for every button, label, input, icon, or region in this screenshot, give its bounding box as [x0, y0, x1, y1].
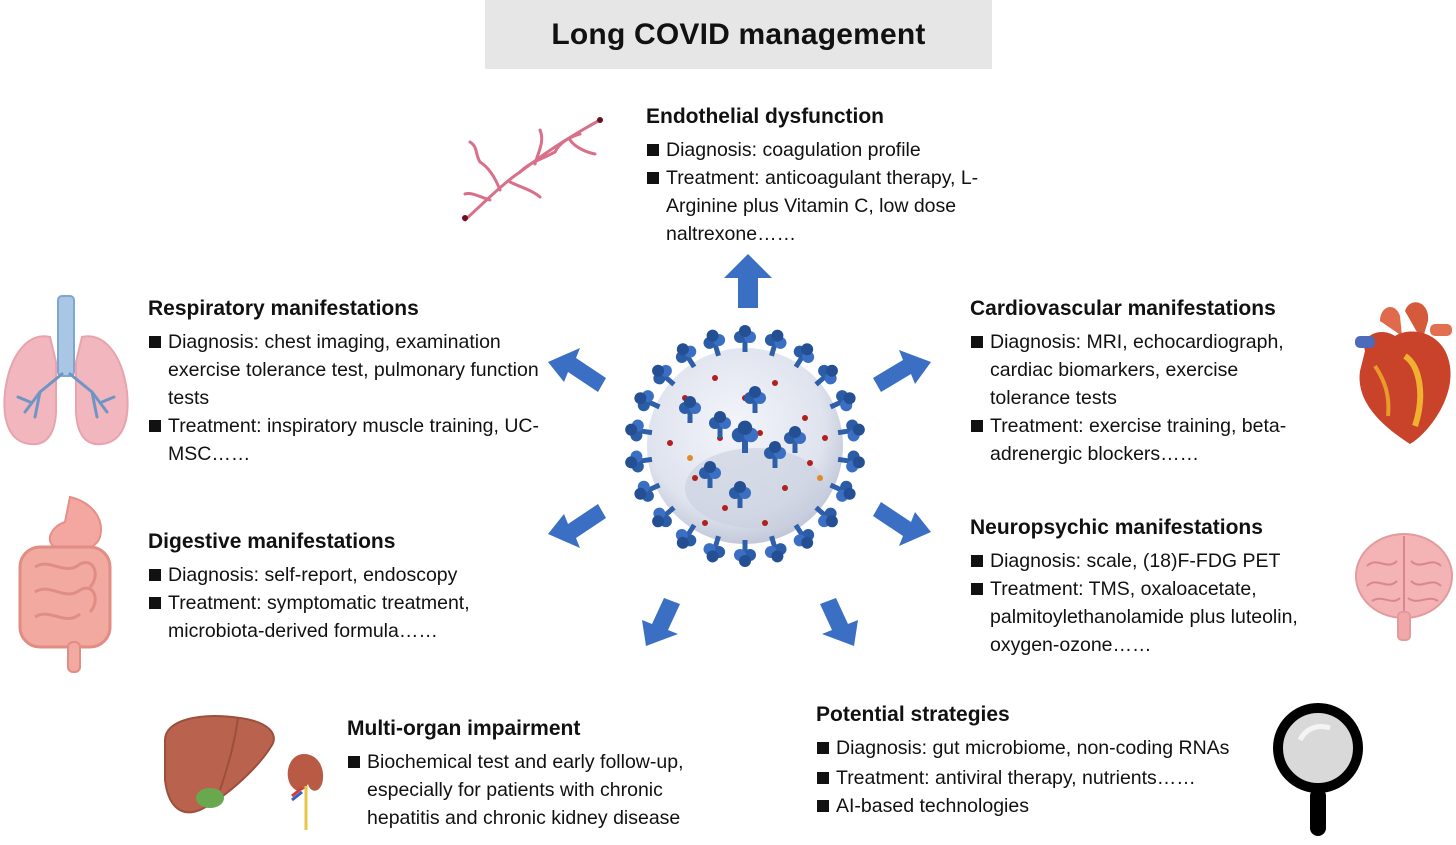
digestive-tract-icon	[18, 495, 112, 673]
list-item: Biochemical test and early follow-up, es…	[347, 748, 732, 832]
virus-spike	[734, 540, 756, 567]
section-endothelial: Endothelial dysfunction Diagnosis: coagu…	[646, 104, 1026, 248]
list-item: Treatment: TMS, oxaloacetate, palmitoyle…	[970, 575, 1340, 659]
section-neuropsychic: Neuropsychic manifestations Diagnosis: s…	[970, 515, 1340, 659]
section-respiratory: Respiratory manifestations Diagnosis: ch…	[148, 296, 548, 468]
list-item: Treatment: symptomatic treatment, microb…	[148, 589, 518, 645]
lungs-icon	[3, 295, 129, 446]
section-heading: Digestive manifestations	[148, 530, 396, 553]
heart-icon	[1355, 302, 1452, 444]
list-item: Diagnosis: self-report, endoscopy	[148, 561, 528, 589]
arrow-down-right-icon	[820, 598, 858, 646]
coronavirus-icon	[623, 325, 867, 567]
arrow-down-left-icon	[642, 598, 680, 646]
section-cardiovascular: Cardiovascular manifestations Diagnosis:…	[970, 296, 1330, 468]
virus-spike	[734, 325, 756, 352]
list-item: Treatment: exercise training, beta-adren…	[970, 412, 1330, 468]
arrow-downright-icon	[873, 502, 931, 546]
diagram-title: Long COVID management	[485, 0, 992, 69]
list-item: AI-based technologies	[816, 792, 1246, 820]
list-item: Diagnosis: scale, (18)F-FDG PET	[970, 547, 1340, 575]
list-item: Treatment: inspiratory muscle training, …	[148, 412, 548, 468]
section-heading: Respiratory manifestations	[148, 297, 419, 320]
arrow-upleft-icon	[548, 348, 606, 392]
section-digestive: Digestive manifestations Diagnosis: self…	[148, 529, 528, 645]
list-item: Treatment: antiviral therapy, nutrients……	[816, 764, 1246, 792]
section-heading: Neuropsychic manifestations	[970, 516, 1263, 539]
section-heading: Multi-organ impairment	[347, 717, 581, 740]
arrow-up-icon	[724, 254, 772, 308]
section-potential-strategies: Potential strategies Diagnosis: gut micr…	[816, 702, 1246, 820]
list-item: Diagnosis: MRI, echocardiograph, cardiac…	[970, 328, 1320, 412]
list-item: Diagnosis: gut microbiome, non-coding RN…	[816, 734, 1236, 762]
list-item: Diagnosis: chest imaging, examination ex…	[148, 328, 548, 412]
list-item: Treatment: anticoagulant therapy, L-Argi…	[646, 164, 1016, 248]
section-heading: Endothelial dysfunction	[646, 105, 885, 128]
magnifier-icon	[1273, 703, 1363, 836]
arrow-downleft-icon	[548, 504, 606, 548]
list-item: Diagnosis: coagulation profile	[646, 136, 1026, 164]
section-heading: Cardiovascular manifestations	[970, 297, 1276, 320]
section-multi-organ: Multi-organ impairment Biochemical test …	[347, 716, 727, 832]
arrow-upright-icon	[873, 350, 931, 392]
kidney-icon	[287, 754, 324, 830]
blood-vessels-icon	[462, 117, 603, 222]
liver-icon	[164, 715, 275, 814]
brain-icon	[1355, 533, 1453, 641]
section-heading: Potential strategies	[816, 703, 1010, 726]
